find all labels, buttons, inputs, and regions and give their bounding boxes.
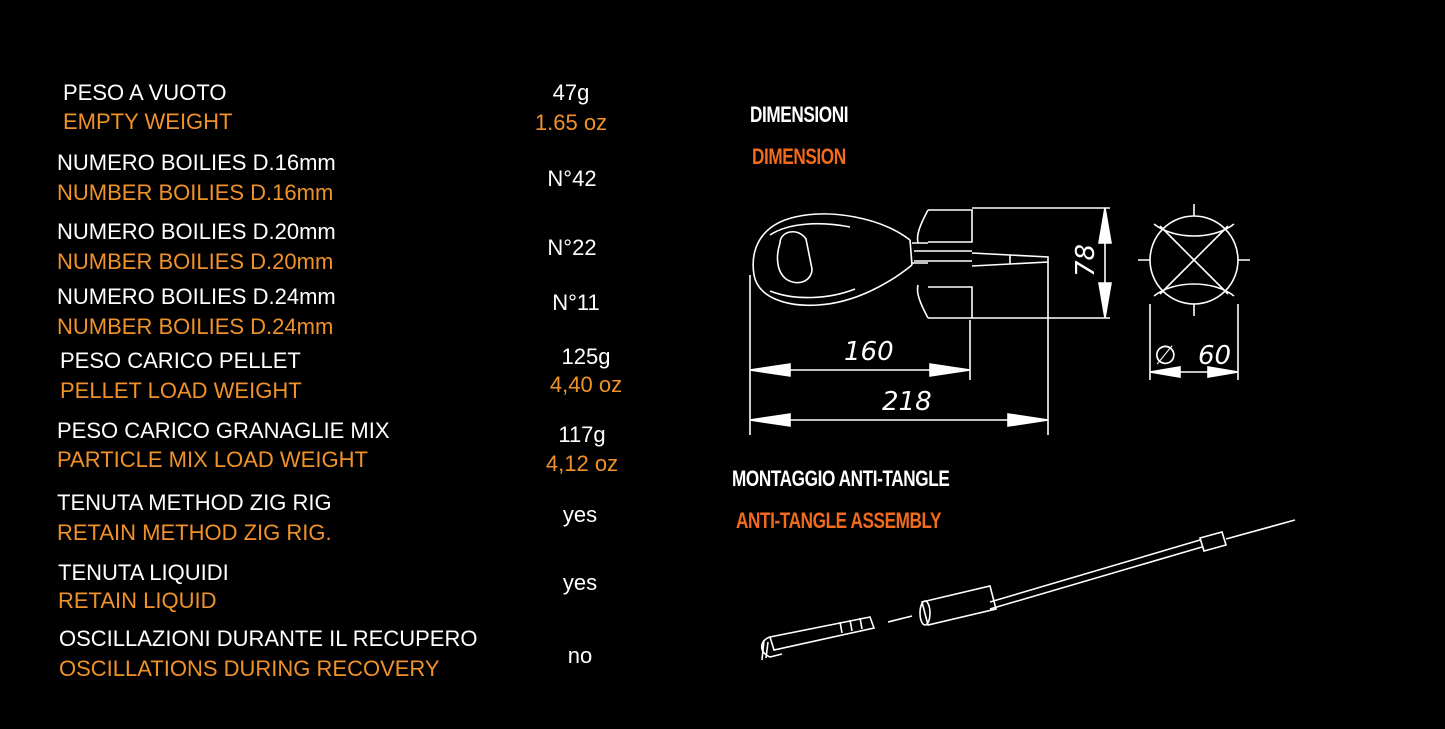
spec-row-boilies-24: NUMERO BOILIES D.24mm NUMBER BOILIES D.2… bbox=[0, 284, 680, 354]
spec-row-oscillations: OSCILLAZIONI DURANTE IL RECUPERO OSCILLA… bbox=[0, 626, 680, 696]
dimension-body-length-label: 160 bbox=[844, 337, 894, 367]
spec-value-imperial: 4,40 oz bbox=[549, 372, 623, 397]
spec-value: 47g bbox=[552, 80, 590, 105]
spec-label-it: TENUTA LIQUIDI bbox=[58, 560, 229, 585]
spec-label-en: EMPTY WEIGHT bbox=[63, 109, 233, 134]
spec-value-imperial: 1.65 oz bbox=[534, 110, 608, 135]
spec-row-method-zig-rig: TENUTA METHOD ZIG RIG RETAIN METHOD ZIG … bbox=[0, 490, 680, 560]
spec-label-en: RETAIN LIQUID bbox=[58, 588, 217, 613]
spec-value: yes bbox=[562, 570, 598, 595]
spec-label-en: OSCILLATIONS DURING RECOVERY bbox=[59, 656, 440, 681]
spec-label-en: NUMBER BOILIES D.20mm bbox=[57, 249, 334, 274]
spec-value: N°11 bbox=[552, 290, 600, 315]
spec-label-it: PESO CARICO GRANAGLIE MIX bbox=[57, 418, 390, 443]
dimension-diameter-label: 60 bbox=[1198, 341, 1231, 371]
spec-value: no bbox=[567, 643, 593, 668]
dimension-total-length-label: 218 bbox=[882, 387, 932, 417]
spec-label-it: PESO A VUOTO bbox=[63, 80, 227, 105]
spec-row-empty-weight: PESO A VUOTO EMPTY WEIGHT 47g 1.65 oz bbox=[0, 80, 680, 150]
spec-label-en: PELLET LOAD WEIGHT bbox=[60, 378, 302, 403]
spec-value-imperial: 4,12 oz bbox=[545, 451, 619, 476]
spec-label-it: NUMERO BOILIES D.20mm bbox=[57, 219, 336, 244]
spec-value: 117g bbox=[558, 422, 606, 447]
spec-label-it: NUMERO BOILIES D.24mm bbox=[57, 284, 336, 309]
spec-row-particle-weight: PESO CARICO GRANAGLIE MIX PARTICLE MIX L… bbox=[0, 418, 680, 488]
diameter-symbol: ∅ bbox=[1154, 341, 1177, 371]
spec-label-en: RETAIN METHOD ZIG RIG. bbox=[57, 520, 332, 545]
spec-value: 125g bbox=[561, 344, 611, 369]
anti-tangle-assembly-drawing bbox=[760, 519, 1296, 661]
spec-value: N°22 bbox=[547, 235, 597, 260]
spec-label-en: PARTICLE MIX LOAD WEIGHT bbox=[57, 447, 368, 472]
dimensions-title-it: DIMENSIONI bbox=[750, 102, 849, 127]
assembly-title-en: ANTI-TANGLE ASSEMBLY bbox=[736, 508, 942, 533]
dimension-height-label: 78 bbox=[1071, 244, 1101, 277]
spec-label-it: TENUTA METHOD ZIG RIG bbox=[57, 490, 332, 515]
spec-row-boilies-16: NUMERO BOILIES D.16mm NUMBER BOILIES D.1… bbox=[0, 150, 680, 220]
spec-row-boilies-20: NUMERO BOILIES D.20mm NUMBER BOILIES D.2… bbox=[0, 219, 680, 289]
spec-value: yes bbox=[562, 502, 598, 527]
front-view-drawing: ∅ 60 bbox=[1138, 204, 1250, 380]
spec-row-retain-liquid: TENUTA LIQUIDI RETAIN LIQUID yes bbox=[0, 560, 680, 630]
spec-label-en: NUMBER BOILIES D.16mm bbox=[57, 180, 334, 205]
spec-label-it: OSCILLAZIONI DURANTE IL RECUPERO bbox=[59, 626, 478, 651]
spec-label-it: NUMERO BOILIES D.16mm bbox=[57, 150, 336, 175]
spec-label-it: PESO CARICO PELLET bbox=[60, 348, 301, 373]
spec-row-pellet-weight: PESO CARICO PELLET PELLET LOAD WEIGHT 12… bbox=[0, 344, 680, 418]
side-view-drawing: 78 160 218 bbox=[749, 207, 1112, 435]
spec-value: N°42 bbox=[547, 166, 597, 191]
assembly-title-it: MONTAGGIO ANTI-TANGLE bbox=[732, 466, 950, 491]
dimensions-title-en: DIMENSION bbox=[752, 144, 846, 169]
spec-label-en: NUMBER BOILIES D.24mm bbox=[57, 314, 334, 339]
